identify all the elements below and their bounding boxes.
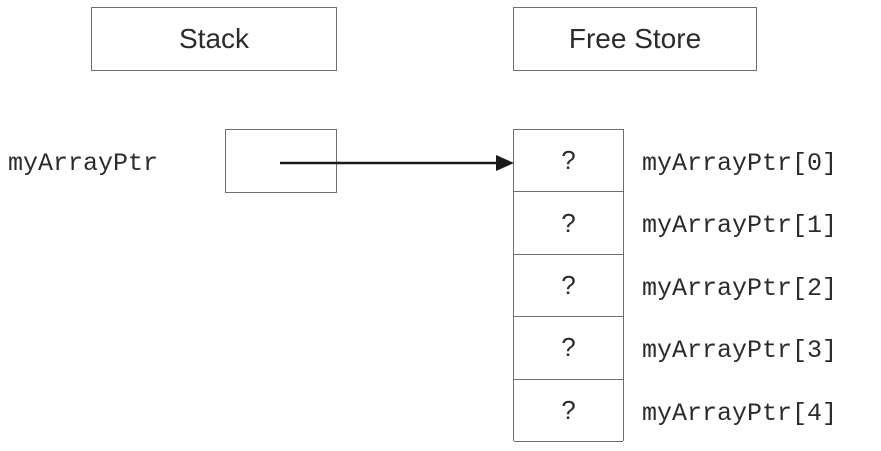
array-cell-3: ? [514, 317, 623, 380]
free-store-header: Free Store [513, 7, 757, 71]
array-element-label-4: myArrayPtr[4] [642, 399, 838, 428]
array-element-label-3: myArrayPtr[3] [642, 336, 838, 365]
array-element-label-2: myArrayPtr[2] [642, 274, 838, 303]
array-cell-0: ? [514, 130, 623, 193]
array-cell-2: ? [514, 255, 623, 318]
stack-header-label: Stack [178, 23, 250, 54]
array-element-label-1: myArrayPtr[1] [642, 211, 838, 240]
pointer-variable-label: myArrayPtr [8, 149, 159, 178]
free-store-array: ? ? ? ? ? [513, 129, 624, 442]
free-store-header-label: Free Store [568, 23, 702, 54]
pointer-arrow-head [496, 155, 514, 171]
array-element-label-0: myArrayPtr[0] [642, 149, 838, 178]
stack-header: Stack [91, 7, 337, 71]
array-cell-4: ? [514, 380, 623, 442]
pointer-variable-box [225, 129, 337, 193]
array-cell-1: ? [514, 192, 623, 255]
